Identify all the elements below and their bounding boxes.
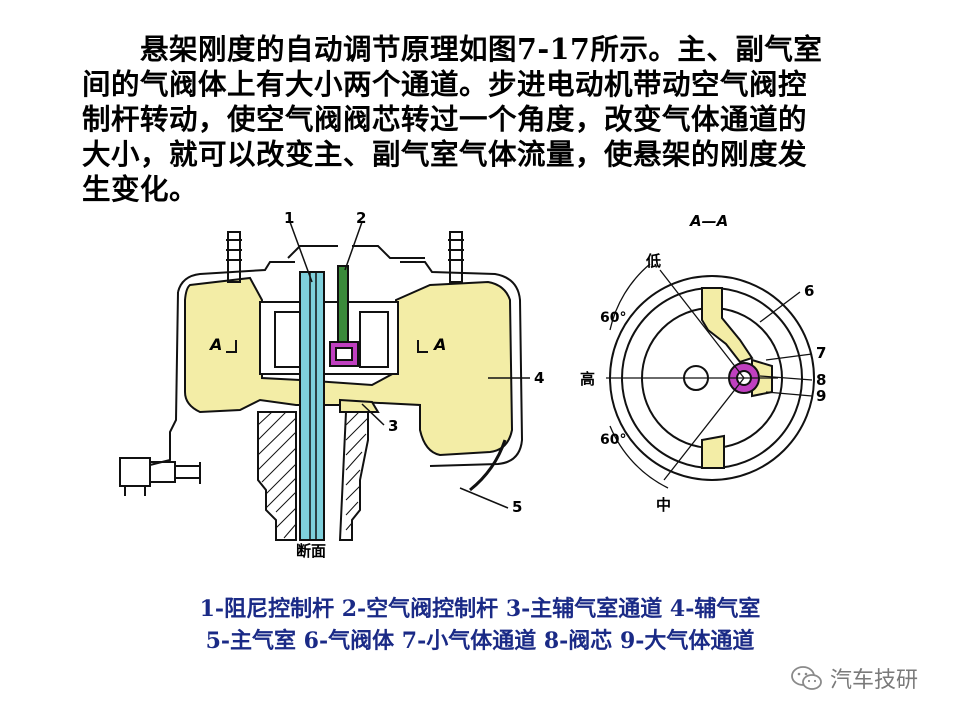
legend-line-2: 5-主气室 6-气阀体 7-小气体通道 8-阀芯 9-大气体通道 (205, 628, 755, 654)
main-aux-passage (339, 398, 380, 413)
intro-line: 制杆转动，使空气阀阀芯转过一个角度，改变气体通道的 (82, 102, 808, 136)
angle-top: 60° (600, 310, 626, 326)
wechat-icon (791, 666, 822, 690)
section-mark-left: A (208, 335, 222, 354)
label-5: 5 (512, 498, 522, 516)
watermark-text: 汽车技研 (830, 668, 919, 693)
connector (119, 457, 201, 487)
label-1: 1 (284, 209, 294, 227)
label-3: 3 (388, 417, 398, 435)
label-mid: 中 (656, 496, 671, 514)
label-9: 9 (816, 387, 826, 405)
label-high: 高 (580, 370, 595, 388)
label-2: 2 (356, 209, 366, 227)
intro-line: 悬架刚度的自动调节原理如图7-17所示。主、副气室 (140, 32, 823, 66)
label-6: 6 (804, 282, 814, 300)
main-chamber-leader (469, 439, 507, 492)
outer-shell (177, 261, 524, 467)
damper-control-rod (299, 271, 325, 541)
label-7: 7 (816, 344, 826, 362)
label-4: 4 (534, 369, 544, 387)
section-caption: 断面 (296, 542, 326, 560)
section-mark-right: A (432, 335, 446, 354)
watermark: 汽车技研 (790, 662, 918, 694)
right-bolt (448, 231, 464, 283)
intro-paragraph: 悬架刚度的自动调节原理如图7-17所示。主、副气室 间的气阀体上有大小两个通道。… (82, 32, 882, 207)
intro-line: 生变化。 (82, 172, 199, 206)
top-bracket (287, 245, 425, 259)
angle-bottom: 60° (600, 432, 626, 448)
outer-shell-left (149, 291, 179, 466)
large-gas-passage (701, 287, 754, 364)
right-section-view (606, 263, 815, 489)
left-bolt (226, 231, 242, 283)
intro-line: 间的气阀体上有大小两个通道。步进电动机带动空气阀控 (82, 67, 808, 101)
intro-line: 大小，就可以改变主、副气室气体流量，使悬架的刚度发 (82, 137, 808, 171)
label-low: 低 (645, 252, 661, 270)
section-title: A—A (689, 212, 728, 230)
label-8: 8 (816, 371, 826, 389)
auxiliary-chamber (184, 276, 514, 457)
air-valve-control-rod (337, 265, 349, 343)
hatching (257, 411, 369, 539)
lower-body (257, 411, 369, 541)
legend-line-1: 1-阻尼控制杆 2-空气阀控制杆 3-主辅气室通道 4-辅气室 (199, 596, 761, 622)
left-cross-section (119, 221, 530, 541)
